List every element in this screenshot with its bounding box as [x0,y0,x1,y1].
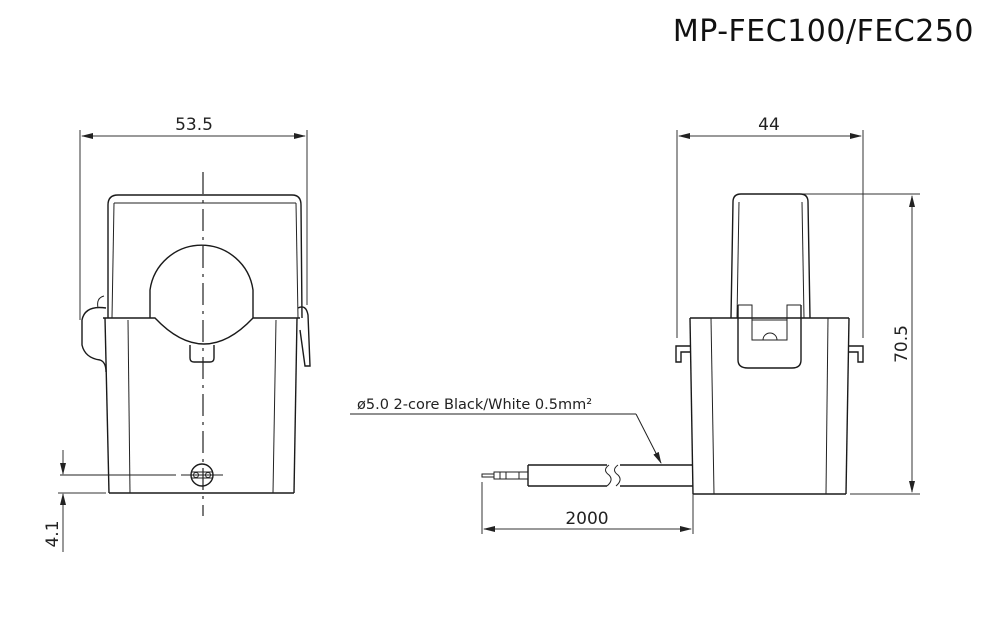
side-upper-cap [730,193,811,319]
front-upper-cap [107,194,303,319]
side-body [675,304,864,495]
front-width-dimension: 53.5 [79,115,308,320]
side-width-label: 44 [758,115,780,135]
cable [481,464,693,487]
front-view: 53.5 [43,115,311,552]
offset-dimension: 4.1 [43,450,106,552]
side-width-dimension: 44 [676,115,864,338]
cable-length-dimension: 2000 [481,482,694,534]
side-height-label: 70.5 [892,325,912,363]
cable-length-label: 2000 [565,509,608,529]
product-model-title: MP-FEC100/FEC250 [672,14,974,49]
cable-callout: ø5.0 2-core Black/White 0.5mm² [350,397,662,464]
side-height-dimension: 70.5 [800,193,920,495]
cable-end-symbol [60,463,223,487]
front-width-label: 53.5 [175,115,213,135]
cable-spec-label: ø5.0 2-core Black/White 0.5mm² [357,397,592,413]
offset-label: 4.1 [43,520,63,547]
front-body [81,295,311,494]
side-view: 44 70.5 [350,115,920,534]
